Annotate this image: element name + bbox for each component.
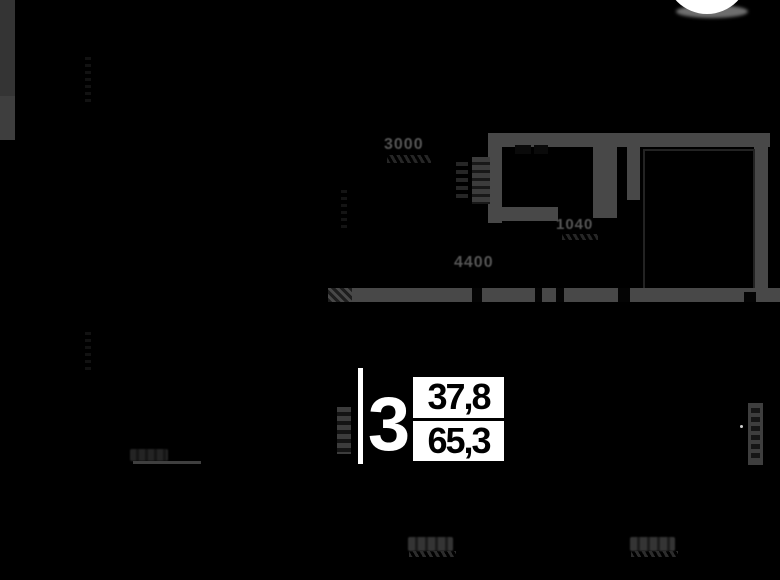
dimension-ticks <box>85 57 91 103</box>
apartment-number: 3 <box>367 382 410 467</box>
dimension-hatch <box>562 234 598 240</box>
wall-segment-top-left <box>0 0 15 50</box>
door-jamb <box>535 288 542 302</box>
lower-wall-band <box>328 288 780 302</box>
living-area-value: 37,8 <box>413 377 504 421</box>
right-room-outline <box>643 149 755 290</box>
dimension-hatch <box>409 551 456 557</box>
radiator-icon <box>472 157 490 204</box>
total-area-value: 65,3 <box>427 419 491 461</box>
right-room-right-wall <box>754 133 768 302</box>
dimension-ticks <box>85 332 91 374</box>
dimension-line <box>133 461 201 464</box>
kitchen-bottom-wall <box>500 207 558 221</box>
dimension-ticks <box>751 408 760 462</box>
wall-hatching <box>328 288 352 302</box>
marker-dot <box>740 425 743 428</box>
door-jamb <box>556 288 564 302</box>
wall-segment-left-window <box>0 96 15 140</box>
dimension-ticks <box>341 190 347 230</box>
dimension-hatch <box>631 551 678 557</box>
dimension-label-3000: 3000 <box>384 136 424 153</box>
door-opening <box>618 288 630 302</box>
dimension-label-1040: 1040 <box>556 216 594 233</box>
dimension-smudge-bottom-1 <box>408 537 453 551</box>
kitchen-counter-icon <box>515 145 531 154</box>
dimension-label-4400: 4400 <box>454 254 494 271</box>
kitchen-counter-icon <box>534 145 548 154</box>
dimension-hatch <box>387 155 431 163</box>
door-opening <box>472 288 482 302</box>
window-symbol <box>337 407 351 454</box>
kitchen-left-wall <box>488 147 502 223</box>
ventilation-shaft-wall <box>593 147 617 218</box>
area-info-box[interactable]: 37,8 65,3 <box>410 374 507 464</box>
dimension-smudge-left <box>130 449 168 461</box>
wall-notch <box>744 292 756 302</box>
radiator-ticks <box>456 162 468 199</box>
apartment-label[interactable]: 3 37,8 65,3 <box>330 360 520 475</box>
kitchen-top-wall <box>488 133 770 147</box>
wall-segment-mid-left <box>0 50 15 96</box>
corridor-wall <box>627 147 640 200</box>
label-wall-line <box>358 368 363 464</box>
dimension-smudge-bottom-2 <box>630 537 675 551</box>
